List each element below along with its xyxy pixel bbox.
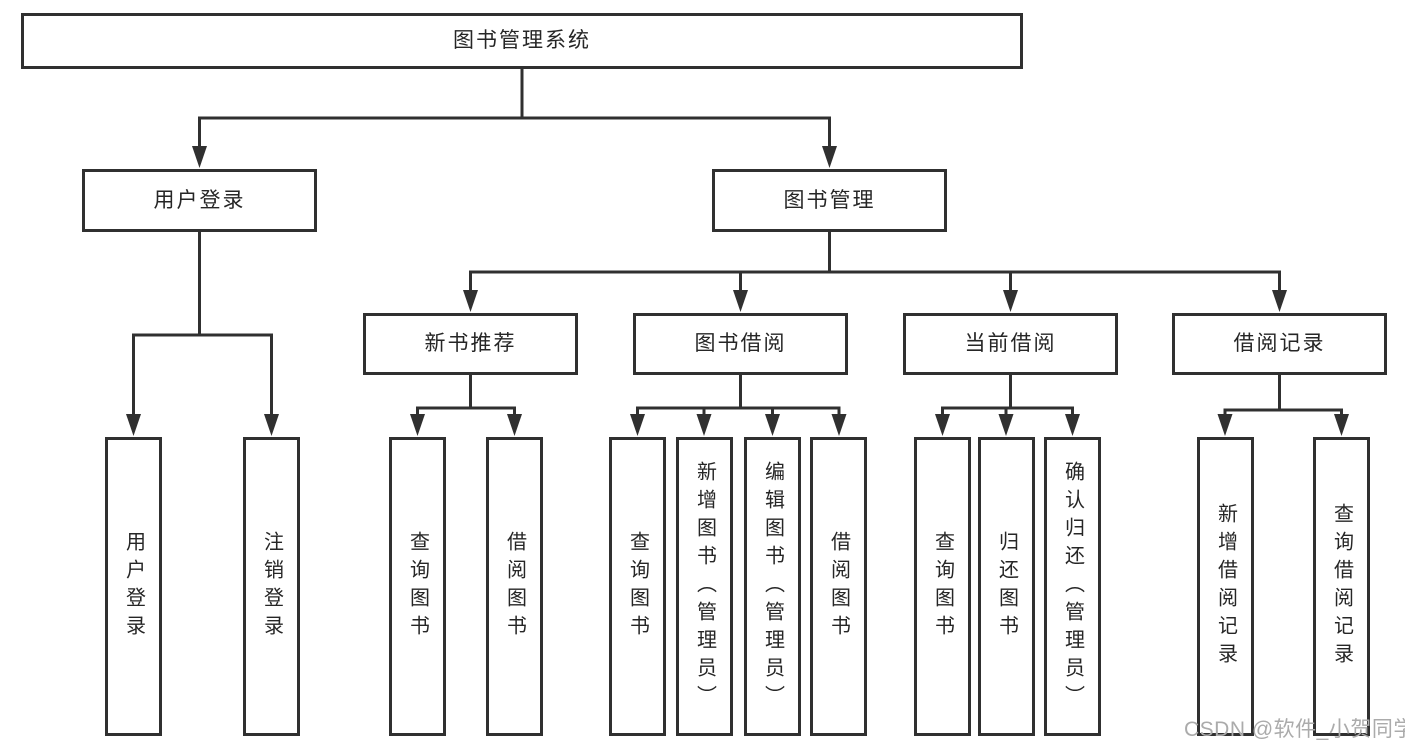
node-label: 查询图书 [931,530,954,643]
leaf-logout: 注销登录 [243,437,300,736]
node-label: 查询借阅记录 [1330,502,1353,671]
edge-book-mgmt-to-level3 [463,232,1287,312]
node-label: 图书管理 [783,188,876,212]
edge-borrow-records-to-leaves [1217,375,1349,436]
edge-current-borrow-to-leaves [935,375,1080,436]
node-current-borrowing: 当前借阅 [903,313,1118,375]
node-label: 新增图书（管理员） [693,460,716,713]
node-label: 用户登录 [153,188,246,212]
node-label: 借阅记录 [1233,332,1326,356]
node-label: 新书推荐 [424,332,517,356]
node-new-book-recommend: 新书推荐 [363,313,578,375]
node-label: 当前借阅 [964,332,1057,356]
node-label: 归还图书 [995,530,1018,643]
node-book-management: 图书管理 [712,169,947,232]
leaf-query-borrow-record: 查询借阅记录 [1313,437,1370,736]
leaf-add-books-admin: 新增图书（管理员） [676,437,733,736]
leaf-return-books: 归还图书 [978,437,1035,736]
node-root-system: 图书管理系统 [21,13,1023,69]
node-label: 注销登录 [260,530,283,643]
edge-root-to-level2 [192,69,837,168]
node-label: 图书借阅 [694,332,787,356]
leaf-borrow-books-2: 借阅图书 [810,437,867,736]
node-label: 查询图书 [406,530,429,643]
leaf-query-books-2: 查询图书 [609,437,666,736]
leaf-borrow-books-1: 借阅图书 [486,437,543,736]
node-borrowing-records: 借阅记录 [1172,313,1387,375]
edge-book-borrow-to-leaves [630,375,847,436]
node-label: 图书管理系统 [453,29,591,53]
node-label: 查询图书 [626,530,649,643]
leaf-query-books-1: 查询图书 [389,437,446,736]
node-label: 确认归还（管理员） [1061,460,1084,713]
node-label: 编辑图书（管理员） [761,460,784,713]
node-label: 新增借阅记录 [1214,502,1237,671]
node-user-login: 用户登录 [82,169,317,232]
leaf-user-login: 用户登录 [105,437,162,736]
edge-user-login-to-leaves [126,232,279,436]
csdn-watermark: CSDN @软件_小贺同学 [1184,718,1405,741]
leaf-confirm-return-admin: 确认归还（管理员） [1044,437,1101,736]
node-label: 借阅图书 [503,530,526,643]
edge-new-books-to-leaves [410,375,522,436]
node-label: 借阅图书 [827,530,850,643]
node-book-borrowing: 图书借阅 [633,313,848,375]
node-label: 用户登录 [122,530,145,643]
leaf-query-books-3: 查询图书 [914,437,971,736]
leaf-edit-books-admin: 编辑图书（管理员） [744,437,801,736]
leaf-add-borrow-record: 新增借阅记录 [1197,437,1254,736]
